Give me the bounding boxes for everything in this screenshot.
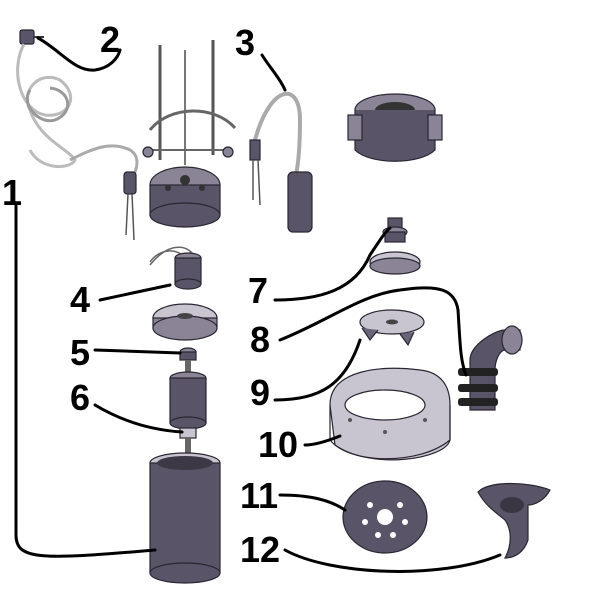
leader-4 xyxy=(98,283,172,302)
part-cutter-impeller xyxy=(477,482,551,559)
part-discharge-elbow xyxy=(458,325,523,411)
callout-numbers: 1 2 3 4 5 6 7 8 9 10 11 12 xyxy=(2,19,298,570)
leader-2 xyxy=(36,36,122,72)
part-volute-casing xyxy=(329,367,451,461)
callout-7: 7 xyxy=(248,270,268,311)
part-pump-housing-top xyxy=(347,93,443,162)
callout-6: 6 xyxy=(70,377,90,418)
part-power-cord xyxy=(16,29,139,241)
leader-lines xyxy=(14,36,502,573)
part-capacitor xyxy=(149,246,202,290)
part-float-switch xyxy=(249,91,313,233)
leader-5 xyxy=(93,348,182,355)
leader-10 xyxy=(303,434,342,447)
leader-8 xyxy=(278,286,468,377)
callout-2: 2 xyxy=(100,19,120,60)
leader-3 xyxy=(260,53,287,92)
callout-12: 12 xyxy=(240,529,280,570)
leader-12 xyxy=(283,548,502,573)
callout-5: 5 xyxy=(70,332,90,373)
callout-8: 8 xyxy=(250,319,270,360)
leader-7 xyxy=(273,226,392,302)
part-rotor xyxy=(169,360,207,458)
leader-6 xyxy=(93,403,184,434)
part-bearing-plate xyxy=(152,303,218,361)
callout-11: 11 xyxy=(240,475,278,516)
callout-1: 1 xyxy=(2,172,22,213)
leader-9 xyxy=(273,338,362,402)
part-diffuser-plate xyxy=(359,309,425,347)
callout-9: 9 xyxy=(250,372,270,413)
leader-11 xyxy=(278,493,347,512)
callout-10: 10 xyxy=(258,424,298,465)
leader-1 xyxy=(14,203,157,558)
part-motor-top-cover xyxy=(142,40,237,228)
part-impeller-disc xyxy=(342,480,428,554)
callout-3: 3 xyxy=(235,22,255,63)
callout-4: 4 xyxy=(70,279,90,320)
part-motor-shell xyxy=(149,452,221,584)
